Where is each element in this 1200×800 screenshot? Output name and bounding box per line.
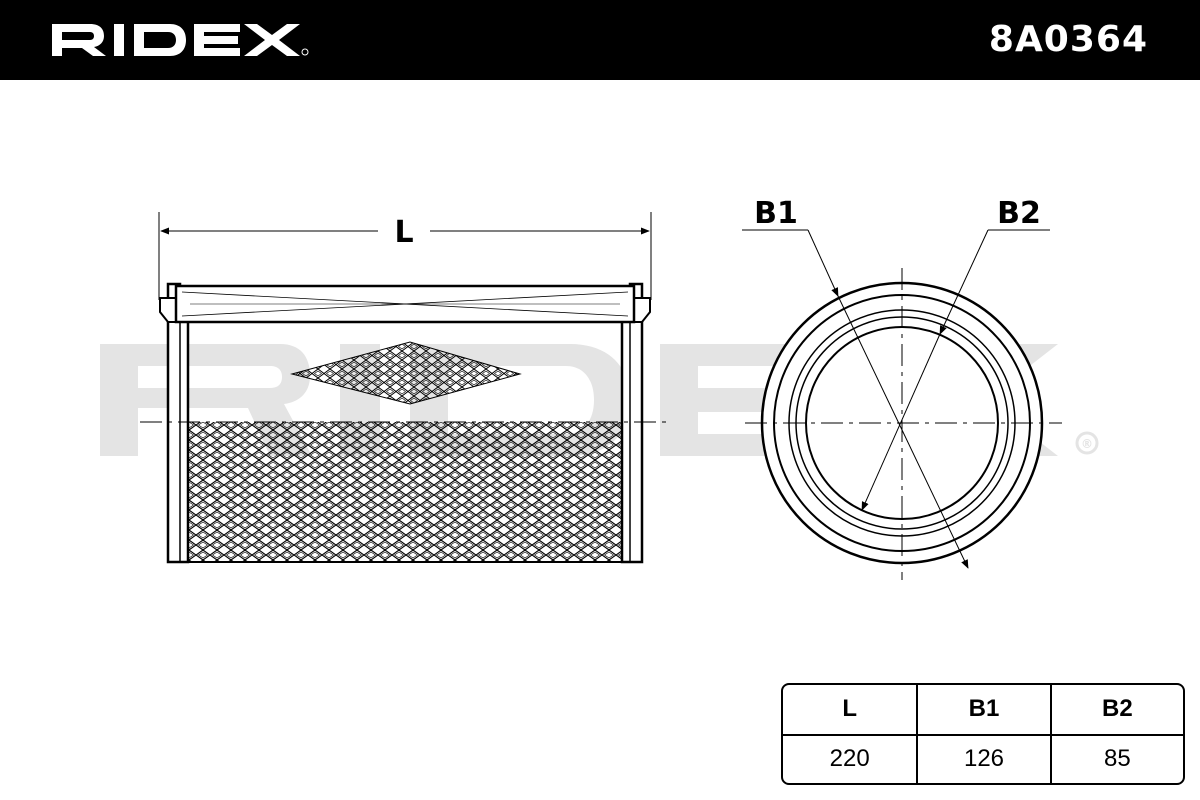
header-b1: B1: [916, 685, 1050, 736]
value-b2: 85: [1049, 735, 1183, 783]
dimensions-table: L B1 B2 220 126 85: [781, 683, 1185, 785]
dimensions-header-row: L B1 B2: [783, 685, 1183, 736]
dimensions-value-row: 220 126 85: [783, 735, 1183, 783]
value-l: 220: [829, 745, 870, 773]
svg-text:®: ®: [1081, 437, 1093, 451]
b2-label: B2: [997, 196, 1041, 231]
filter-end-view: [742, 229, 1062, 580]
header-bar: 8A0364: [0, 0, 1200, 80]
header-b2: B2: [1049, 685, 1183, 736]
value-b1: 126: [916, 735, 1049, 783]
technical-drawing: ®: [100, 196, 1099, 580]
header-l: L: [783, 685, 917, 736]
part-number: 8A0364: [988, 19, 1148, 60]
ridex-logo: [52, 24, 309, 56]
filter-side-view: [140, 212, 670, 564]
length-label: L: [394, 215, 413, 250]
b1-label: B1: [754, 196, 798, 231]
